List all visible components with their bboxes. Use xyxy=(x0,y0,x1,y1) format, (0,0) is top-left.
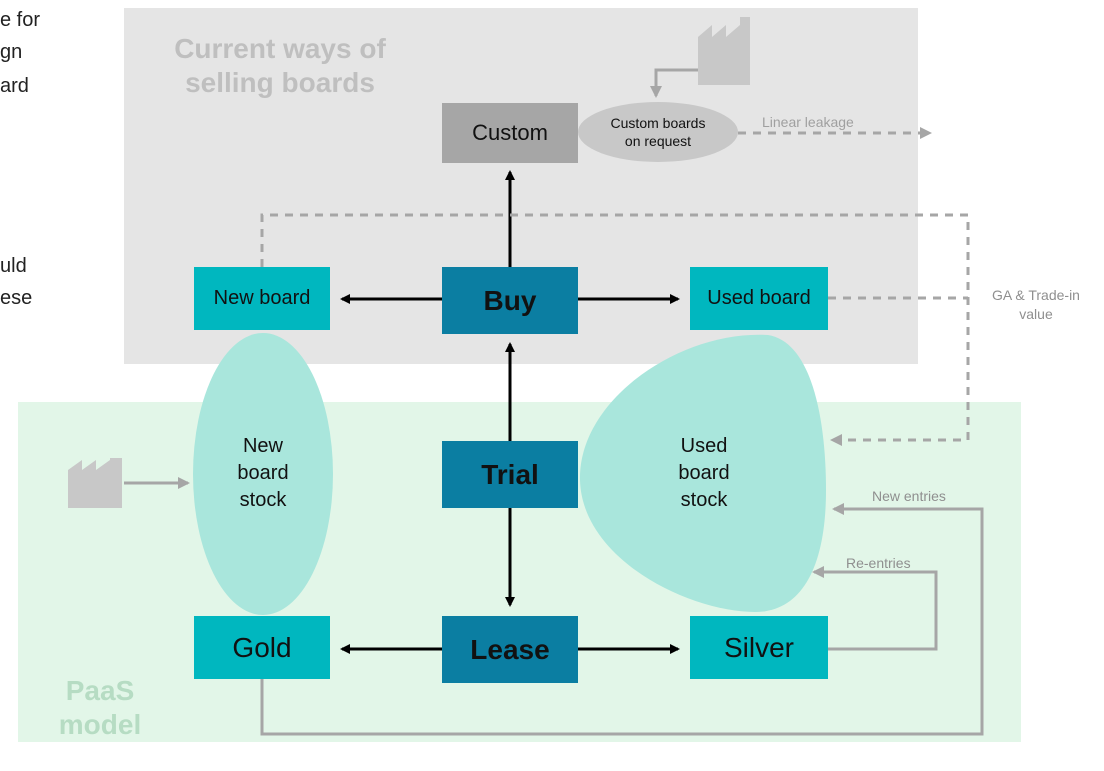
new-board-trade-in-loop xyxy=(260,213,970,446)
stock-label-line: New xyxy=(242,435,283,457)
paas-heading-line1: PaaS xyxy=(65,675,135,706)
text-fragment: uld xyxy=(0,255,27,277)
paas-heading: PaaS model xyxy=(40,674,160,742)
stock-label-line: stock xyxy=(239,489,287,511)
silver-node: Silver xyxy=(690,616,828,679)
stock-label-line: board xyxy=(678,462,730,484)
custom-on-request-label: Custom boards on request xyxy=(588,114,728,150)
new-entries-label: New entries xyxy=(872,488,946,504)
ga-trade-in-line2: value xyxy=(1019,306,1053,322)
re-entries-loop xyxy=(812,566,938,651)
gold-node: Gold xyxy=(194,616,330,679)
stock-label-line: Used xyxy=(680,435,728,457)
lease-node: Lease xyxy=(442,616,578,683)
factory-icon xyxy=(68,458,122,508)
factory-icon xyxy=(698,17,750,85)
trial-node: Trial xyxy=(442,441,578,508)
current-ways-heading: Current ways of selling boards xyxy=(150,32,410,100)
linear-leakage-label: Linear leakage xyxy=(762,114,854,130)
custom-node: Custom xyxy=(442,103,578,163)
custom-on-request-shape xyxy=(578,102,738,162)
re-entries-label: Re-entries xyxy=(846,555,911,571)
custom-on-request-line2: on request xyxy=(624,133,692,149)
stock-label-line: stock xyxy=(680,489,728,511)
used-board-node: Used board xyxy=(690,267,828,330)
current-ways-heading-line2: selling boards xyxy=(185,67,375,98)
text-fragment: ese xyxy=(0,287,33,309)
used-board-stock-label: Used board stock xyxy=(654,433,754,514)
ga-trade-in-line1: GA & Trade-in xyxy=(992,287,1080,303)
new-board-node: New board xyxy=(194,267,330,330)
paas-heading-line2: model xyxy=(58,709,142,740)
custom-on-request-line1: Custom boards xyxy=(610,115,706,131)
ga-trade-in-label: GA & Trade-in value xyxy=(976,286,1096,324)
text-fragment: gn xyxy=(0,41,23,63)
text-fragment: ard xyxy=(0,75,29,97)
text-fragment: e for xyxy=(0,9,41,31)
new-board-stock-shape xyxy=(193,333,333,615)
new-board-stock-label: New board stock xyxy=(213,433,313,514)
factory-supply-arrow-top xyxy=(650,68,698,98)
current-ways-heading-line1: Current ways of xyxy=(174,33,386,64)
stock-label-line: board xyxy=(237,462,289,484)
buy-node: Buy xyxy=(442,267,578,334)
used-board-stock-shape xyxy=(579,334,826,612)
new-entries-loop xyxy=(260,503,984,736)
